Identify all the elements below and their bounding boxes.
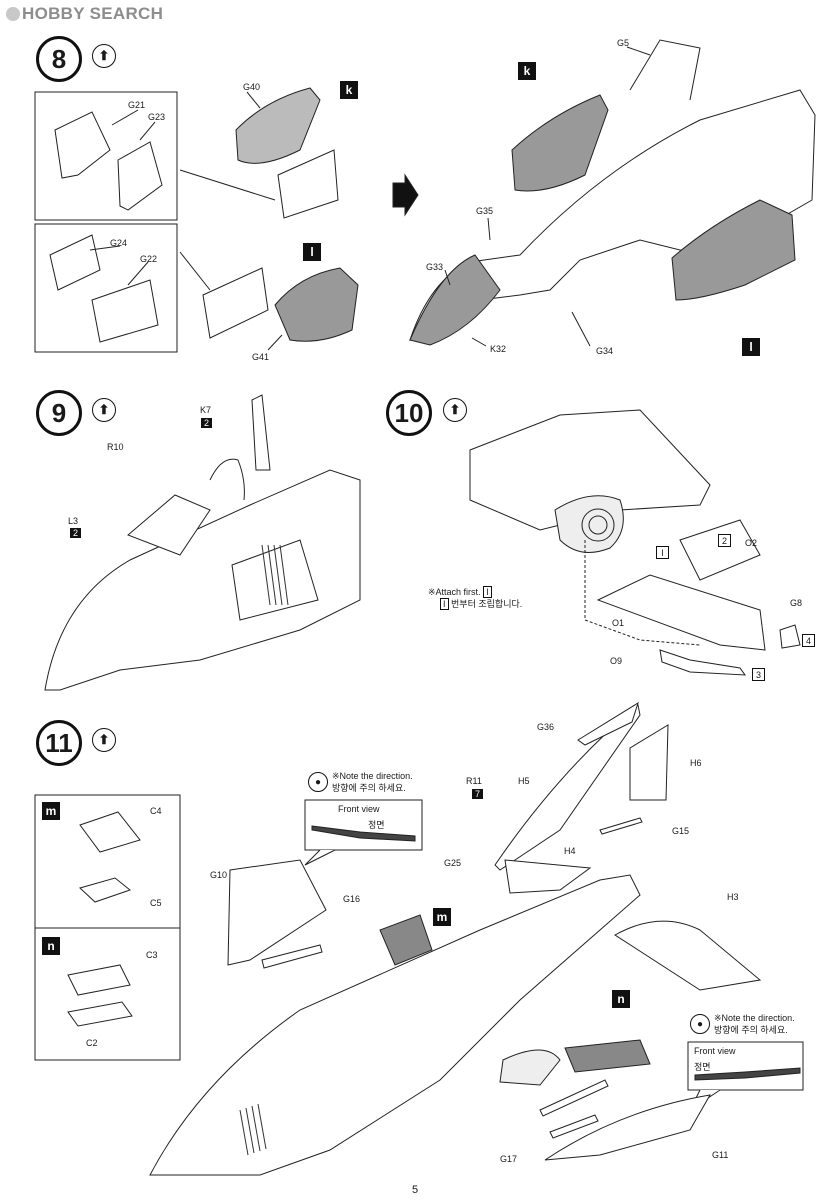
part-label: G40 xyxy=(243,82,261,92)
step8-inset-top xyxy=(34,91,178,221)
part-label: R11 xyxy=(466,776,482,786)
logo-mark-icon xyxy=(6,7,20,21)
part-label: G21 xyxy=(128,100,146,110)
attach-note: ※Attach first. I I 번부터 조립합니다. xyxy=(428,586,523,610)
part-label: H3 xyxy=(727,892,739,902)
part-label: G33 xyxy=(426,262,444,272)
part-label: C4 xyxy=(150,806,162,816)
step-8-number: 8 xyxy=(36,36,82,82)
front-view-label: Front view xyxy=(338,804,380,814)
part-label: C5 xyxy=(150,898,162,908)
part-label: G17 xyxy=(500,1154,518,1164)
step-ref-box: 2 xyxy=(718,534,731,547)
direction-note-2: ※Note the direction. 방향에 주의 하세요. xyxy=(714,1013,795,1035)
part-label: K32 xyxy=(490,344,507,354)
cement-icon: ⬆ xyxy=(92,44,116,68)
part-label: L3 xyxy=(68,516,79,526)
part-label: G8 xyxy=(790,598,803,608)
hobby-search-watermark: HOBBY SEARCH xyxy=(6,4,163,24)
part-label: G15 xyxy=(672,826,690,836)
part-label: G36 xyxy=(537,722,555,732)
sprue-badge-m: m xyxy=(433,908,451,926)
sprue-badge-n: n xyxy=(42,937,60,955)
sprue-badge-n: n xyxy=(612,990,630,1008)
part-label: G16 xyxy=(343,894,361,904)
part-label: O2 xyxy=(745,538,758,548)
part-label: G34 xyxy=(596,346,614,356)
step-10-number: 10 xyxy=(386,390,432,436)
part-label: H6 xyxy=(690,758,702,768)
cement-icon: ⬆ xyxy=(92,398,116,422)
part-label: C2 xyxy=(86,1038,98,1048)
part-label: O9 xyxy=(610,656,623,666)
part-label: H5 xyxy=(518,776,530,786)
tri-number: 2 xyxy=(201,418,213,428)
direction-note-1: ※Note the direction. 방향에 주의 하세요. xyxy=(332,771,413,793)
watermark-text: HOBBY SEARCH xyxy=(22,4,164,23)
sprue-badge-k: k xyxy=(518,62,536,80)
subassembly-box: I xyxy=(656,546,669,559)
front-view-ko: 정면 xyxy=(694,1062,711,1072)
part-label: G35 xyxy=(476,206,494,216)
tri-number: 2 xyxy=(70,528,82,538)
page-number: 5 xyxy=(412,1184,419,1196)
sprue-badge-m: m xyxy=(42,802,60,820)
part-label: K7 xyxy=(200,405,212,415)
part-label: G24 xyxy=(110,238,128,248)
front-view-ko: 정면 xyxy=(368,820,385,830)
part-label: O1 xyxy=(612,618,625,628)
lightbulb-icon: ● xyxy=(690,1014,710,1034)
part-label: H4 xyxy=(564,846,576,856)
step-11-number: 11 xyxy=(36,720,82,766)
part-label: G11 xyxy=(712,1150,729,1160)
part-label: G5 xyxy=(617,38,630,48)
cement-icon: ⬆ xyxy=(92,728,116,752)
part-label: G22 xyxy=(140,254,158,264)
part-label: G25 xyxy=(444,858,462,868)
part-label: R10 xyxy=(107,442,124,452)
step-ref-box: 3 xyxy=(752,668,765,681)
sprue-badge-l: l xyxy=(303,243,321,261)
part-label: C3 xyxy=(146,950,158,960)
step-ref-box: 4 xyxy=(802,634,815,647)
sprue-badge-k: k xyxy=(340,81,358,99)
part-label: G23 xyxy=(148,112,166,122)
step8-inset-bottom xyxy=(34,223,178,353)
front-view-label: Front view xyxy=(694,1046,736,1056)
tri-number: 7 xyxy=(472,789,484,799)
part-label: G41 xyxy=(252,352,270,362)
cement-icon: ⬆ xyxy=(443,398,467,422)
sprue-badge-l: l xyxy=(742,338,760,356)
step-9-number: 9 xyxy=(36,390,82,436)
lightbulb-icon: ● xyxy=(308,772,328,792)
part-label: G10 xyxy=(210,870,228,880)
